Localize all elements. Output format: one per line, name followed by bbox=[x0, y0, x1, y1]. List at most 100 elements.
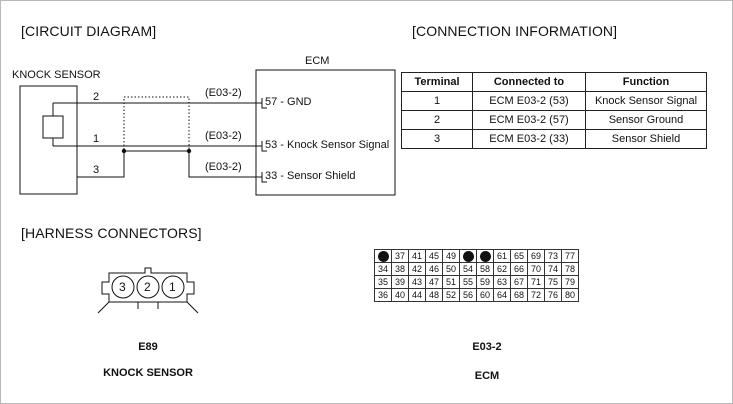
table-header-row: Terminal Connected to Function bbox=[401, 72, 707, 92]
filled-pin-marker bbox=[374, 249, 392, 263]
pin-cell: 43 bbox=[408, 275, 426, 289]
knock-sensor-label: KNOCK SENSOR bbox=[12, 69, 101, 81]
pin-cell: 58 bbox=[476, 262, 494, 276]
table-row: 2 ECM E03-2 (57) Sensor Ground bbox=[401, 110, 707, 130]
pin-cell: 56 bbox=[459, 288, 477, 302]
ecm-pin-gnd: 57 - GND bbox=[265, 96, 312, 108]
pin-cell: 72 bbox=[527, 288, 545, 302]
sensor-pin-2: 2 bbox=[93, 91, 100, 103]
ecm-pin-53-bracket bbox=[261, 141, 267, 152]
pin-cell: 69 bbox=[527, 249, 545, 263]
pin-cell: 55 bbox=[459, 275, 477, 289]
pin-cell: 79 bbox=[561, 275, 579, 289]
sensor-element-symbol bbox=[42, 115, 64, 139]
table-row: 1 ECM E03-2 (53) Knock Sensor Signal bbox=[401, 91, 707, 111]
pin-cell: 75 bbox=[544, 275, 562, 289]
connection-info-heading: [CONNECTION INFORMATION] bbox=[412, 23, 618, 39]
table-cell: ECM E03-2 (53) bbox=[472, 91, 586, 111]
pin-cell: 59 bbox=[476, 275, 494, 289]
ecm-pin-shield: 33 - Sensor Shield bbox=[265, 170, 356, 182]
table-cell: ECM E03-2 (33) bbox=[472, 129, 586, 149]
connector-label-gnd: (E03-2) bbox=[205, 87, 242, 99]
filled-pin-marker bbox=[459, 249, 477, 263]
column-header: Function bbox=[585, 72, 707, 92]
shield-junction-right bbox=[186, 148, 192, 154]
ecm-box bbox=[255, 69, 396, 196]
ecm-pin-33-bracket bbox=[261, 172, 267, 183]
pin-cell: 70 bbox=[527, 262, 545, 276]
e03-2-connector-id: E03-2 bbox=[472, 341, 502, 353]
wire-shield-ecm bbox=[188, 151, 262, 178]
e89-pin-3: 3 bbox=[119, 280, 126, 294]
pin-cell: 36 bbox=[374, 288, 392, 302]
knock-sensor-box bbox=[19, 85, 78, 195]
ecm-pin-signal: 53 - Knock Sensor Signal bbox=[265, 139, 390, 151]
sensor-pin-3: 3 bbox=[93, 164, 100, 176]
pin-cell: 62 bbox=[493, 262, 511, 276]
connection-table: Terminal Connected to Function 1 ECM E03… bbox=[401, 72, 707, 149]
pin-cell: 61 bbox=[493, 249, 511, 263]
column-header: Terminal bbox=[401, 72, 473, 92]
pin-cell: 64 bbox=[493, 288, 511, 302]
ecm-pin-57-bracket bbox=[261, 98, 267, 109]
pin-cell: 71 bbox=[527, 275, 545, 289]
shield-junction-left bbox=[121, 148, 127, 154]
ecm-label: ECM bbox=[305, 55, 330, 67]
filled-pin-marker bbox=[476, 249, 494, 263]
table-cell: Sensor Shield bbox=[585, 129, 707, 149]
pin-cell: 67 bbox=[510, 275, 528, 289]
e89-pin-1: 1 bbox=[169, 280, 176, 294]
pin-cell: 52 bbox=[442, 288, 460, 302]
sensor-pin-1: 1 bbox=[93, 133, 100, 145]
pin-cell: 40 bbox=[391, 288, 409, 302]
table-cell: Knock Sensor Signal bbox=[585, 91, 707, 111]
pin-cell: 76 bbox=[544, 288, 562, 302]
pin-cell: 34 bbox=[374, 262, 392, 276]
table-cell: 1 bbox=[401, 91, 473, 111]
wire-shield-sensor bbox=[77, 151, 125, 178]
pin-cell: 41 bbox=[408, 249, 426, 263]
column-header: Connected to bbox=[472, 72, 586, 92]
pin-cell: 49 bbox=[442, 249, 460, 263]
circuit-diagram-heading: [CIRCUIT DIAGRAM] bbox=[21, 23, 157, 39]
pin-cell: 47 bbox=[425, 275, 443, 289]
pin-cell: 42 bbox=[408, 262, 426, 276]
pin-cell: 37 bbox=[391, 249, 409, 263]
connector-label-signal: (E03-2) bbox=[205, 130, 242, 142]
pin-cell: 60 bbox=[476, 288, 494, 302]
pin-cell: 66 bbox=[510, 262, 528, 276]
table-cell: ECM E03-2 (57) bbox=[472, 110, 586, 130]
table-cell: 2 bbox=[401, 110, 473, 130]
e89-connector-name: KNOCK SENSOR bbox=[103, 367, 193, 379]
pin-cell: 68 bbox=[510, 288, 528, 302]
pin-cell: 63 bbox=[493, 275, 511, 289]
pin-cell: 35 bbox=[374, 275, 392, 289]
cable-shield bbox=[123, 96, 190, 152]
e03-2-connector-name: ECM bbox=[474, 370, 500, 382]
pin-cell: 73 bbox=[544, 249, 562, 263]
pin-cell: 77 bbox=[561, 249, 579, 263]
pin-cell: 48 bbox=[425, 288, 443, 302]
pin-cell: 65 bbox=[510, 249, 528, 263]
pin-cell: 46 bbox=[425, 262, 443, 276]
connector-label-shield: (E03-2) bbox=[205, 161, 242, 173]
pin-cell: 78 bbox=[561, 262, 579, 276]
pin-cell: 45 bbox=[425, 249, 443, 263]
pin-cell: 39 bbox=[391, 275, 409, 289]
harness-connectors-heading: [HARNESS CONNECTORS] bbox=[21, 225, 202, 241]
pin-cell: 44 bbox=[408, 288, 426, 302]
table-row: 3 ECM E03-2 (33) Sensor Shield bbox=[401, 129, 707, 149]
e89-connector-id: E89 bbox=[138, 341, 158, 353]
pin-cell: 80 bbox=[561, 288, 579, 302]
table-cell: 3 bbox=[401, 129, 473, 149]
e89-pin-2: 2 bbox=[144, 280, 151, 294]
pin-cell: 38 bbox=[391, 262, 409, 276]
pin-cell: 51 bbox=[442, 275, 460, 289]
pin-cell: 54 bbox=[459, 262, 477, 276]
